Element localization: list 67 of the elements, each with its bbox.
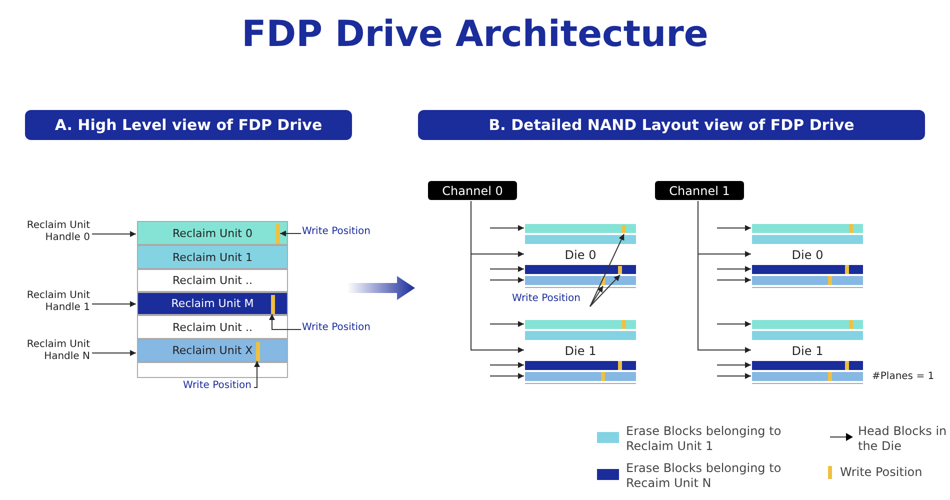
leader-line [590,234,624,307]
leader-line [280,230,302,236]
empty-row [137,362,288,378]
write-position-marker [276,224,280,244]
write-position-marker [256,342,260,361]
arrow [490,266,524,272]
reclaim-unit-row [137,269,288,292]
row-label: Reclaim Unit .. [172,274,252,287]
write-position-label: Write Position [302,322,382,337]
write-position-label: Write Position [183,380,253,395]
leader-line [254,360,260,388]
channel-box: Channel 0 [428,181,517,200]
channel-box: Channel 1 [655,181,744,200]
arrow [92,301,136,307]
arrow [716,266,752,272]
arrow [716,373,752,379]
arrow [716,362,752,368]
arrow [92,350,136,356]
reclaim-unit-row [137,339,288,362]
legend-text: Erase Blocks belonging to Reclaim Unit 1 [626,424,782,454]
die-block [525,224,636,288]
die-label: Die 0 [792,248,824,262]
arrow [92,231,136,237]
legend-text: Erase Blocks belonging to Recaim Unit N [626,461,782,491]
legend-text: Write Position [840,464,924,481]
section-header: B. Detailed NAND Layout view of FDP Drive [418,110,925,140]
handle-label: Reclaim Unit Handle 0 [4,220,90,248]
leader-line [269,314,302,330]
handle-label: Reclaim Unit Handle 1 [4,290,90,318]
arrow [716,321,752,327]
die-block [752,224,863,288]
write-position-marker [271,295,275,314]
die-block [525,320,636,384]
write-position-marker [618,266,622,274]
arrow [490,277,524,283]
arrow [470,200,524,353]
row-label: Reclaim Unit 0 [172,226,252,240]
row-label: Reclaim Unit M [171,297,254,310]
arrow [716,277,752,283]
title: FDP Drive Architecture [242,14,708,55]
leader-line [590,274,620,307]
arrow [490,362,524,368]
die-label: Die 1 [792,344,824,358]
write-position-label: Write Position [302,226,382,241]
row-label: Reclaim Unit X [172,344,253,357]
write-position-label: Write Position [512,293,586,308]
die-block [752,320,863,384]
arrow [716,225,752,231]
row-label: Reclaim Unit .. [172,320,252,334]
reclaim-unit-row [137,315,288,339]
handle-label: Reclaim Unit Handle N [4,339,90,367]
arrow [490,321,524,327]
reclaim-unit-row [137,245,288,269]
leader-line [590,286,604,307]
arrow [490,225,524,231]
die-label: Die 1 [564,344,596,358]
arrow [698,200,752,353]
legend-text: Head Blocks in the Die [858,424,948,454]
note-label: #Planes = 1 [872,371,934,382]
arrow [490,373,524,379]
section-header: A. High Level view of FDP Drive [25,110,352,140]
write-position-marker [601,277,605,285]
reclaim-unit-row [137,221,288,245]
write-position-marker [622,225,626,233]
die-label: Die 0 [564,248,596,262]
row-label: Reclaim Unit 1 [172,250,252,264]
reclaim-unit-row [137,292,288,315]
